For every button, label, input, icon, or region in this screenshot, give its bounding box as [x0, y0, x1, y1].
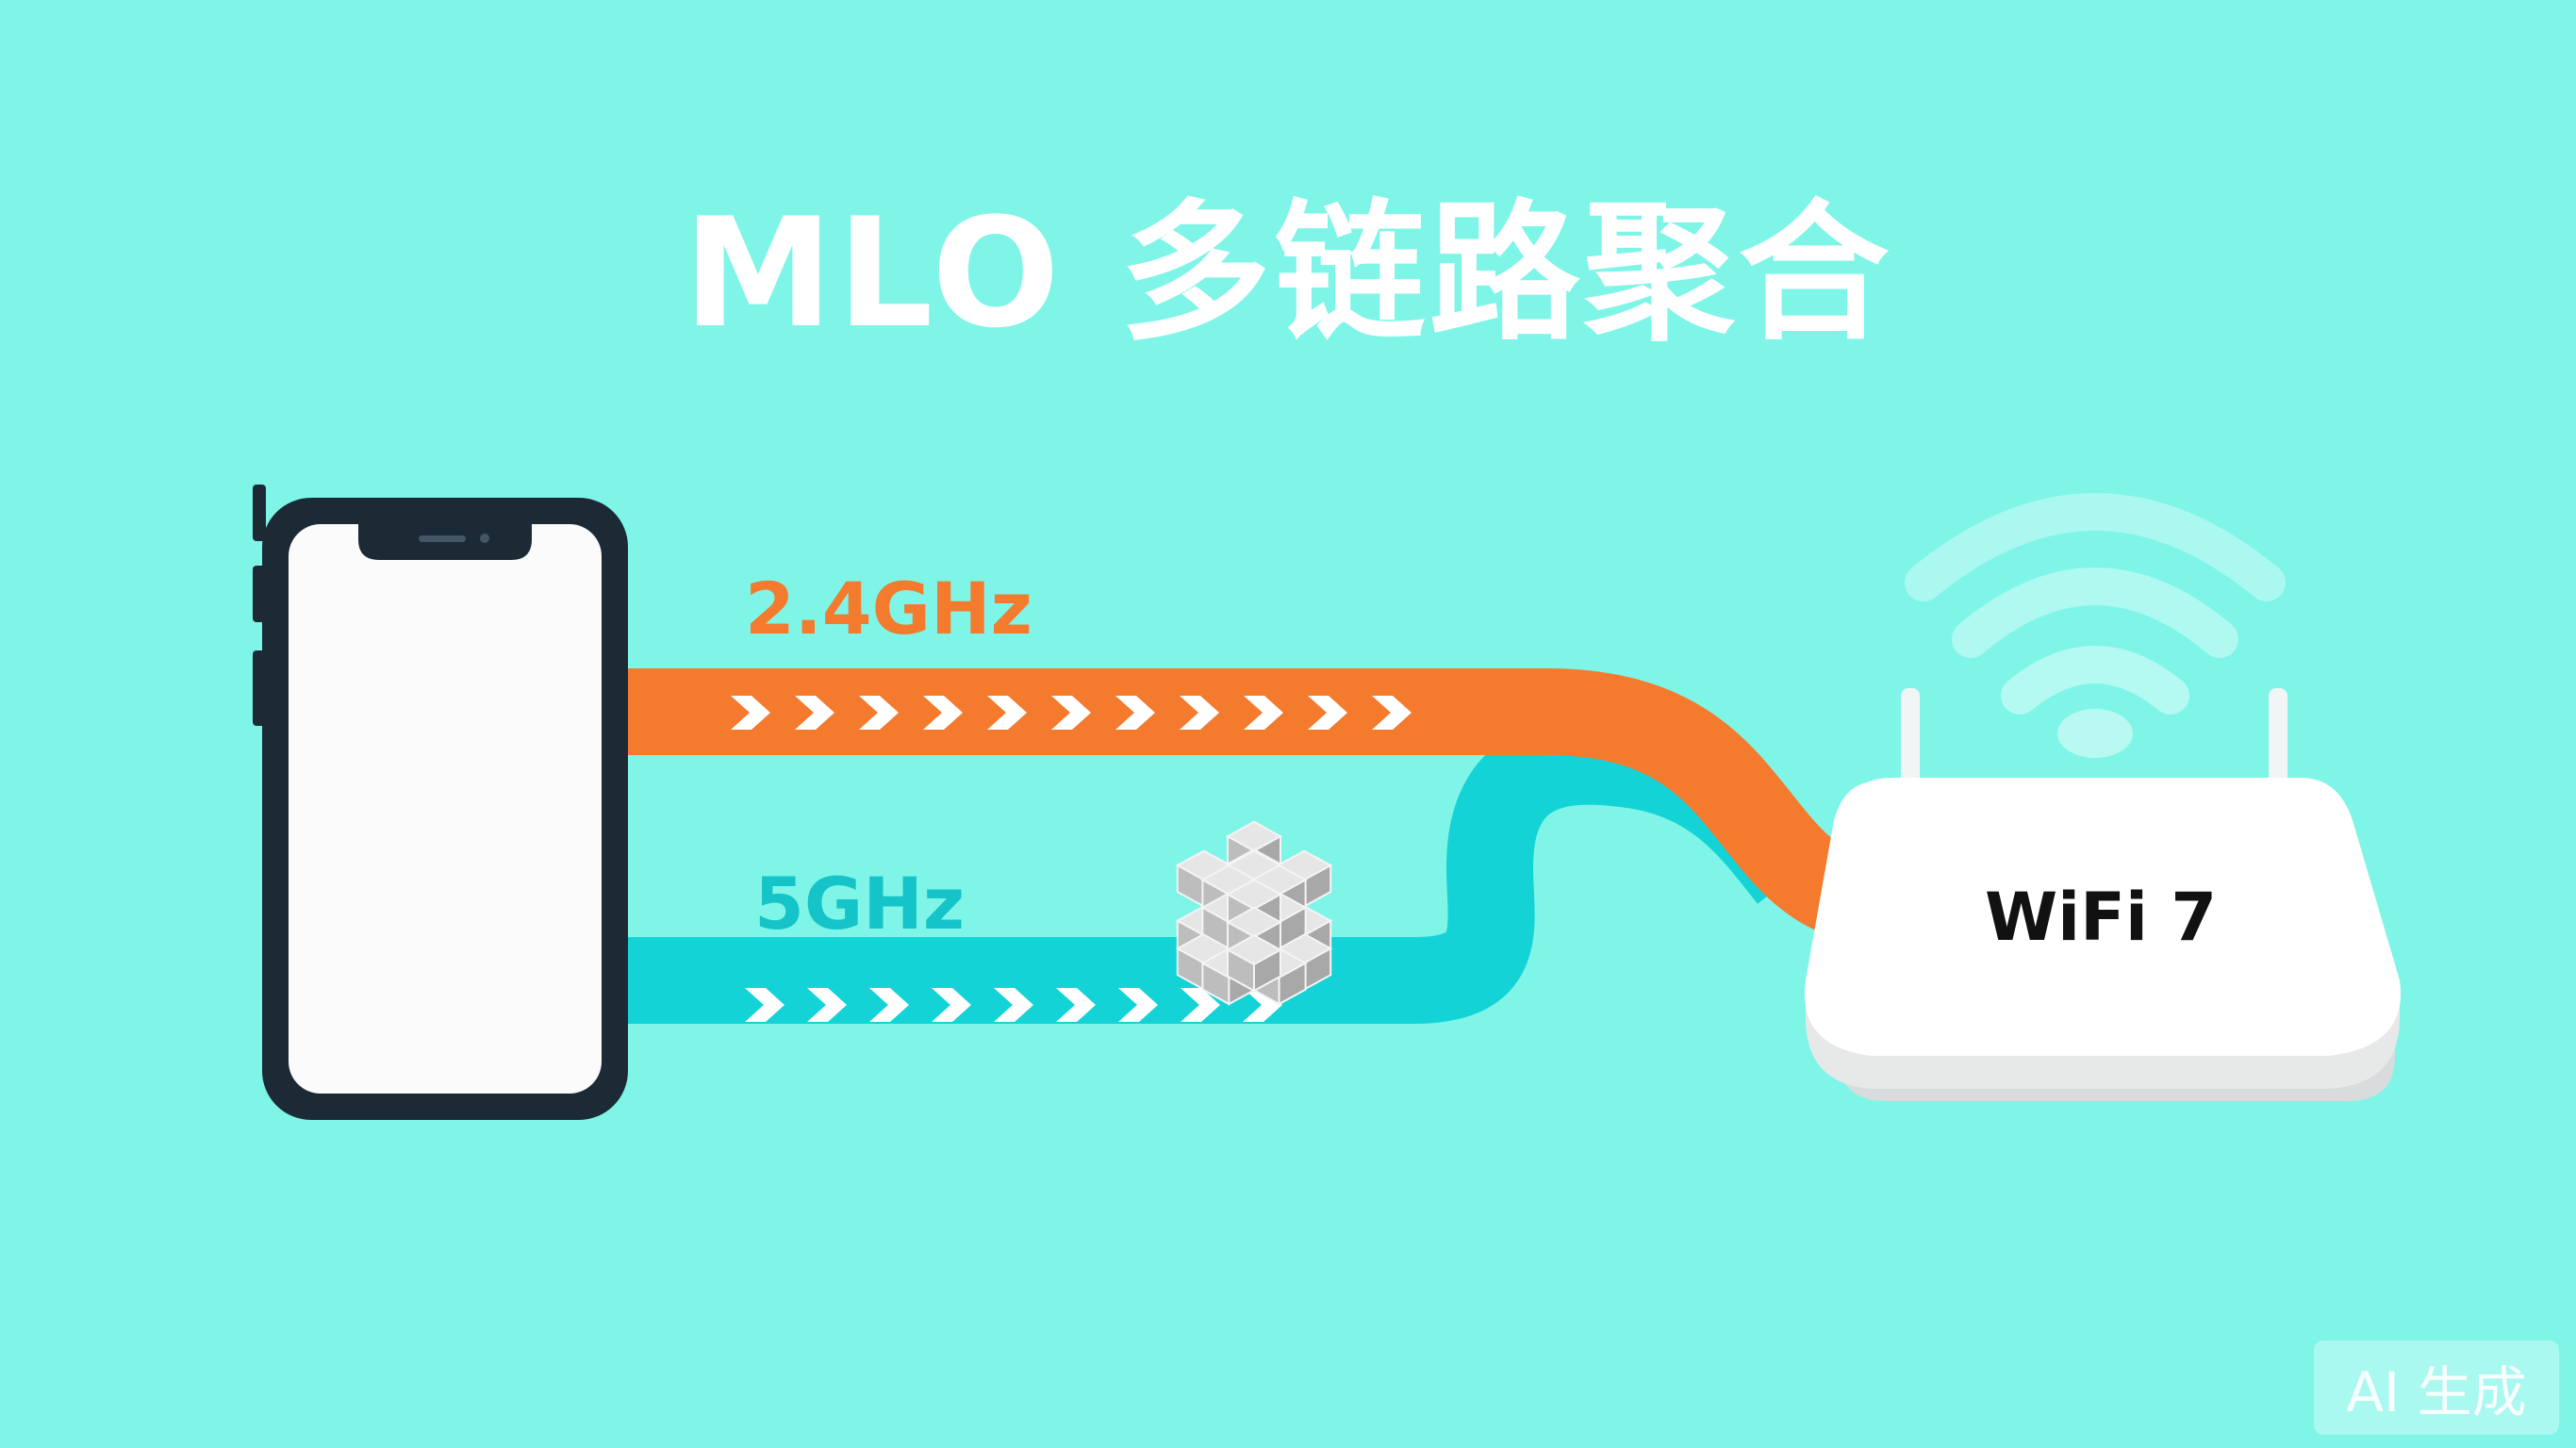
chevron-right-icon [994, 988, 1033, 1022]
chevron-right-icon [1244, 696, 1283, 730]
chevron-right-icon [1115, 696, 1155, 730]
chevron-right-icon [932, 988, 971, 1022]
chevron-right-icon [731, 696, 770, 730]
chevron-right-icon [1181, 988, 1220, 1022]
chevron-group-5ghz [745, 988, 1282, 1022]
chevron-right-icon [869, 988, 909, 1022]
cube-block [1278, 961, 1307, 1006]
cube-block [1253, 947, 1281, 993]
chevron-right-icon [795, 696, 834, 730]
page-title: MLO 多链路聚合 [683, 185, 1893, 361]
wifi-signal-icon [1905, 493, 2286, 758]
router-icon: WiFi 7 [1804, 688, 2402, 1101]
chevron-right-icon [807, 988, 847, 1022]
link-5ghz-label: 5GHz [754, 862, 965, 946]
chevron-right-icon [1372, 696, 1412, 730]
link-24ghz-label: 2.4GHz [745, 567, 1032, 650]
chevron-right-icon [1051, 696, 1091, 730]
cube-blocks-icon [1175, 820, 1333, 1006]
chevron-right-icon [1308, 696, 1347, 730]
chevron-right-icon [987, 696, 1027, 730]
phone-icon [253, 485, 628, 1120]
router-label: WiFi 7 [1985, 879, 2217, 956]
chevron-group-24ghz [731, 696, 1412, 730]
chevron-right-icon [1180, 696, 1219, 730]
chevron-right-icon [1118, 988, 1158, 1022]
ai-generated-badge: AI 生成 [2314, 1341, 2559, 1435]
chevron-right-icon [745, 988, 784, 1022]
chevron-right-icon [923, 696, 963, 730]
chevron-right-icon [1056, 988, 1096, 1022]
chevron-right-icon [859, 696, 899, 730]
